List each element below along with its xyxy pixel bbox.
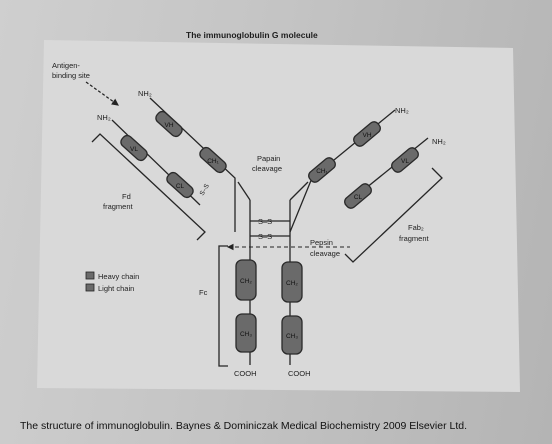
antigen-binding-site-label-1: Antigen- [52, 61, 80, 70]
svg-text:CL: CL [354, 194, 363, 201]
domain-vl-right: VL [391, 147, 419, 173]
svg-text:CH₂: CH₂ [286, 280, 298, 287]
papain-cleavage-label-1: Papain [257, 154, 280, 163]
domain-ch2-right: CH₂ [281, 261, 303, 303]
svg-text:CH₁: CH₁ [316, 168, 328, 175]
antigen-binding-site-label-2: binding site [52, 71, 90, 80]
domain-vh-right: VH [353, 121, 381, 147]
fd-fragment-bracket [91, 133, 206, 241]
domain-cl-left: CL [166, 171, 194, 199]
svg-text:CH₁: CH₁ [207, 158, 219, 165]
figure-panel [37, 40, 520, 392]
legend: Heavy chain Light chain [85, 271, 139, 293]
nh2-label-right-heavy: NH₂ [395, 106, 409, 115]
domain-cl-right: CL [344, 183, 372, 209]
svg-text:VL: VL [130, 146, 138, 153]
svg-text:VH: VH [164, 122, 173, 129]
ss-label-1: S–S [258, 217, 272, 226]
figure-caption: The structure of immunoglobulin. Baynes … [20, 420, 468, 432]
left-hinge-join [237, 181, 251, 201]
domain-ch1-left: CH₁ [199, 146, 227, 174]
cooh-label-left: COOH [234, 369, 257, 378]
cooh-label-right: COOH [288, 369, 311, 378]
svg-text:VL: VL [401, 158, 409, 165]
antigen-site-arrow [85, 81, 119, 106]
svg-text:CH₃: CH₃ [240, 331, 252, 338]
fc-label: Fc [199, 288, 208, 297]
right-hinge-join [289, 181, 309, 201]
domain-ch3-right: CH₃ [281, 315, 303, 355]
legend-label-heavy-chain: Heavy chain [98, 272, 139, 281]
fc-bracket [218, 245, 228, 367]
fab2-fragment-bracket [344, 167, 443, 263]
legend-swatch-heavy-chain [85, 271, 95, 280]
fd-fragment-label-2: fragment [103, 202, 134, 211]
nh2-label-right-light: NH₂ [432, 137, 446, 146]
svg-text:CL: CL [176, 183, 185, 190]
pepsin-cleavage-label-2: cleavage [310, 249, 340, 258]
domain-vl-left: VL [120, 134, 148, 162]
svg-text:VH: VH [362, 132, 371, 139]
svg-text:CH₃: CH₃ [286, 333, 298, 340]
nh2-label-left-heavy: NH₂ [138, 89, 152, 98]
domain-ch3-left: CH₃ [235, 313, 257, 353]
svg-text:CH₂: CH₂ [240, 278, 252, 285]
domain-ch1-right: CH₁ [308, 157, 336, 183]
nh2-label-left-light: NH₂ [97, 113, 111, 122]
fab2-fragment-label-2: fragment [399, 234, 430, 243]
domain-ch2-left: CH₂ [235, 259, 257, 301]
legend-label-light-chain: Light chain [98, 284, 134, 293]
fab2-fragment-label-1: Fab₂ [408, 223, 424, 232]
pepsin-cleavage-label-1: Pepsin [310, 238, 333, 247]
legend-swatch-light-chain [85, 283, 95, 292]
ss-label-2: S–S [258, 232, 272, 241]
papain-cleavage-label-2: cleavage [252, 164, 282, 173]
fd-fragment-label-1: Fd [122, 192, 131, 201]
diagram-title: The immunoglobulin G molecule [186, 30, 318, 40]
domain-vh-left: VH [155, 110, 183, 138]
